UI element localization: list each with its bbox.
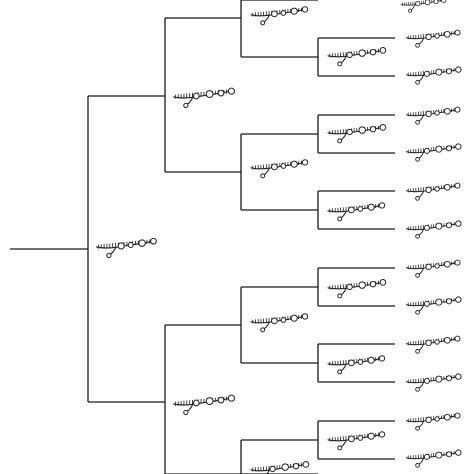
leaf-glyph-3 <box>405 106 461 125</box>
leaf-glyph-2 <box>405 66 462 85</box>
leaf-glyph-top <box>400 0 447 13</box>
node-glyph-b2 <box>250 461 310 474</box>
node-glyph-b1b <box>327 355 386 375</box>
node-glyph-root <box>95 237 157 259</box>
node-glyph-a2 <box>250 159 309 179</box>
node-glyph-a2a <box>327 124 387 144</box>
leaf-glyph-10 <box>405 373 462 392</box>
leaf-glyph-12 <box>405 449 462 468</box>
node-glyph-b1 <box>250 313 309 333</box>
leaf-glyph-6 <box>405 220 462 239</box>
node-glyph-a2b <box>327 202 386 222</box>
tree-branches <box>10 0 395 474</box>
leaf-glyph-4 <box>405 143 462 162</box>
leaf-glyph-5 <box>405 182 461 201</box>
leaf-glyph-9 <box>405 335 461 354</box>
leaf-glyph-8 <box>405 296 462 315</box>
node-glyph-b1a <box>327 279 387 299</box>
node-glyph-a1b <box>327 47 387 67</box>
leaf-glyph-7 <box>405 259 461 278</box>
node-glyph-a1 <box>250 6 309 26</box>
node-glyph-a <box>172 87 236 109</box>
rna-structure-glyphs <box>95 0 462 474</box>
node-glyph-b2a <box>327 431 386 451</box>
node-glyph-b <box>172 394 236 416</box>
leaf-glyph-11 <box>405 412 461 431</box>
leaf-glyph-1 <box>405 29 461 48</box>
